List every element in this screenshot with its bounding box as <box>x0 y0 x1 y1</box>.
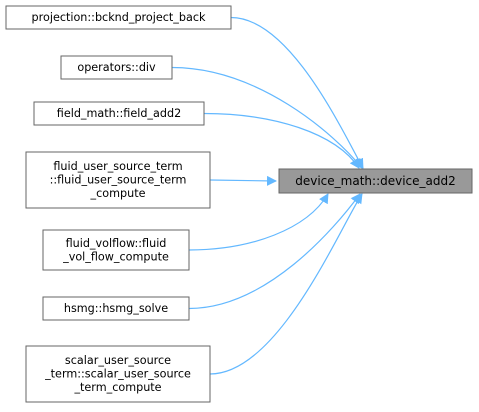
node-hsmg[interactable]: hsmg::hsmg_solve <box>42 296 190 321</box>
node-operators-box <box>60 55 173 80</box>
node-scalar-user-source-term-label-line: scalar_user_source <box>65 354 171 367</box>
node-fluid-user-source-term-box <box>25 151 211 209</box>
node-device-add2-target-label-line: device_math::device_add2 <box>295 174 456 188</box>
edge-scalar-user-source-term-to-target <box>209 193 363 375</box>
node-hsmg-box <box>42 296 190 321</box>
node-fluid-volflow-box <box>42 229 190 271</box>
edge-projection-to-target <box>230 16 364 169</box>
node-device-add2-target-box <box>278 168 473 194</box>
node-fluid-volflow-label-line: fluid_volflow::fluid <box>66 237 167 250</box>
edge-fluid-user-source-term-to-target <box>209 175 277 186</box>
node-scalar-user-source-term-box <box>25 345 211 403</box>
node-hsmg-label-line: hsmg::hsmg_solve <box>64 302 168 315</box>
node-fluid-user-source-term-label-line: ::fluid_user_source_term <box>50 174 187 187</box>
node-projection[interactable]: projection::bcknd_project_back <box>5 5 232 30</box>
node-field-math[interactable]: field_math::field_add2 <box>33 101 205 126</box>
edge-field-math-to-target <box>203 112 360 169</box>
node-operators-label-line: operators::div <box>77 61 156 74</box>
node-projection-label-line: projection::bcknd_project_back <box>32 11 206 24</box>
node-fluid-volflow-label-line: _vol_flow_compute <box>62 250 169 263</box>
node-fluid-user-source-term[interactable]: fluid_user_source_term::fluid_user_sourc… <box>25 151 211 209</box>
node-field-math-label-line: field_math::field_add2 <box>57 107 181 120</box>
node-field-math-box <box>33 101 205 126</box>
node-scalar-user-source-term-label-line: _term_compute <box>73 381 161 394</box>
node-fluid-volflow[interactable]: fluid_volflow::fluid_vol_flow_compute <box>42 229 190 271</box>
node-fluid-user-source-term-label-line: _compute <box>90 187 146 200</box>
edge-operators-to-target <box>171 66 363 169</box>
node-scalar-user-source-term-label-line: _term::scalar_user_source <box>44 368 191 381</box>
node-projection-box <box>5 5 232 30</box>
edge-hsmg-to-target <box>188 193 361 310</box>
edge-fluid-volflow-to-target <box>188 193 329 251</box>
node-fluid-user-source-term-label-line: fluid_user_source_term <box>53 160 182 173</box>
node-scalar-user-source-term[interactable]: scalar_user_source_term::scalar_user_sou… <box>25 345 211 403</box>
node-operators[interactable]: operators::div <box>60 55 173 80</box>
node-device-add2-target[interactable]: device_math::device_add2 <box>278 168 473 194</box>
